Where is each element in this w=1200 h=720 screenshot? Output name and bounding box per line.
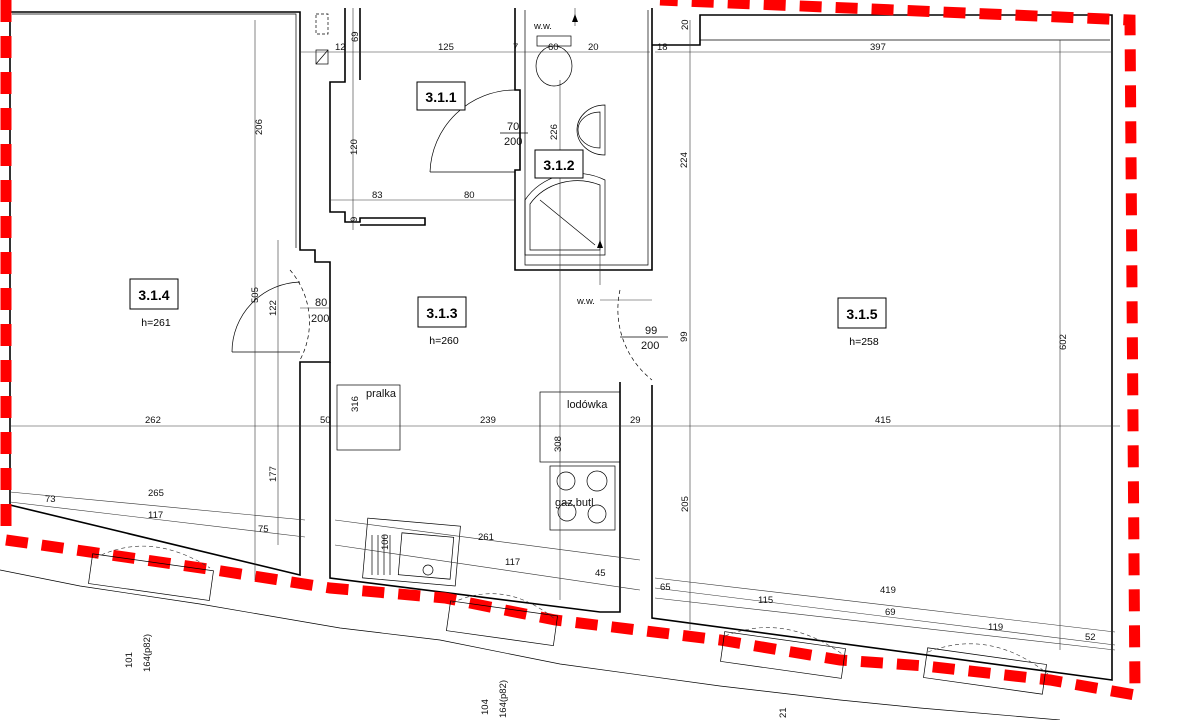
dim-v-505: 505 xyxy=(250,287,261,303)
dim-top-20b: 20 xyxy=(680,19,691,30)
door-room5-height: 200 xyxy=(641,340,659,352)
dim-top-7: 7 xyxy=(513,42,518,53)
dim-v-9: 9 xyxy=(349,217,360,222)
dim-w-101: 101 xyxy=(124,652,135,668)
dimension-lines xyxy=(9,8,1120,651)
dim-h-50: 50 xyxy=(320,415,331,426)
stove-label: gaz.butl xyxy=(555,497,594,509)
dim-h-80: 80 xyxy=(464,190,475,201)
dim-v-205: 205 xyxy=(680,496,691,512)
dim-v-226: 226 xyxy=(549,124,560,140)
washer-icon xyxy=(336,384,401,451)
room-id-3-1-1: 3.1.1 xyxy=(425,89,456,105)
bathroom-fixtures xyxy=(524,35,606,256)
dim-s-115: 115 xyxy=(758,595,773,606)
dim-top-12: 12 xyxy=(335,42,346,53)
sink-icon xyxy=(576,104,606,156)
door-room4-height: 200 xyxy=(311,313,329,325)
dim-v-99: 99 xyxy=(679,331,690,342)
kitchen-fixtures xyxy=(336,384,621,587)
door-bath-height: 200 xyxy=(504,136,522,148)
vent-mid-label: w.w. xyxy=(576,296,595,307)
dim-s-75: 75 xyxy=(258,524,269,535)
dim-v-308: 308 xyxy=(553,436,564,452)
dim-s-73: 73 xyxy=(45,494,56,505)
room-box-3-1-1 xyxy=(416,81,466,111)
dim-v-206: 206 xyxy=(254,119,265,135)
dim-s-65: 65 xyxy=(660,582,671,593)
room-box-3-1-5 xyxy=(837,297,887,329)
dim-v-224: 224 xyxy=(679,152,690,168)
dim-top-60: 60 xyxy=(548,42,559,53)
dim-top-20a: 20 xyxy=(588,42,599,53)
dim-h-239: 239 xyxy=(480,415,496,426)
walls xyxy=(0,0,1141,702)
dim-s-117a: 117 xyxy=(148,510,163,521)
room-height-3-1-5: h=258 xyxy=(849,336,879,348)
toilet-icon xyxy=(535,35,573,87)
room-id-3-1-5: 3.1.5 xyxy=(846,306,877,322)
door-room4-width: 80 xyxy=(315,297,327,309)
dim-s-100: 100 xyxy=(380,534,391,550)
shower-icon xyxy=(524,173,606,256)
dim-w-21: 21 xyxy=(778,707,789,718)
room-box-3-1-3 xyxy=(417,296,467,328)
dim-s-45: 45 xyxy=(595,568,606,579)
dim-s-52: 52 xyxy=(1085,632,1096,643)
fixture-labels: pralka lodówka gaz.butl w.w. w.w. xyxy=(366,21,608,509)
room-box-3-1-4 xyxy=(129,278,179,310)
dim-v-177: 177 xyxy=(268,466,279,482)
dimension-texts: 12 69 125 7 60 20 20 18 397 206 120 226 … xyxy=(45,19,1096,718)
dim-h-29: 29 xyxy=(630,415,641,426)
dim-s-69: 69 xyxy=(885,607,896,618)
dim-s-419: 419 xyxy=(880,585,896,596)
room-box-3-1-2 xyxy=(534,149,584,179)
dim-w-164b: 164(p82) xyxy=(498,680,509,718)
room-height-3-1-3: h=260 xyxy=(429,335,459,347)
dim-h-83: 83 xyxy=(372,190,383,201)
dim-w-164a: 164(p82) xyxy=(142,634,153,672)
door-room5-width: 99 xyxy=(645,325,657,337)
room-id-3-1-2: 3.1.2 xyxy=(543,157,574,173)
dim-h-262: 262 xyxy=(145,415,161,426)
dim-v-602: 602 xyxy=(1058,334,1069,350)
door-dimensions: 70 200 80 200 99 200 xyxy=(311,121,668,352)
dim-s-117b: 117 xyxy=(505,557,520,568)
dim-s-119: 119 xyxy=(988,622,1003,633)
dim-h-415: 415 xyxy=(875,415,891,426)
kitchen-sink-icon xyxy=(362,517,461,587)
dim-top-69: 69 xyxy=(350,31,361,42)
dim-top-125: 125 xyxy=(438,42,454,53)
vent-top-label: w.w. xyxy=(533,21,552,32)
room-labels: 3.1.1 3.1.2 3.1.3 h=260 3.1.4 h=261 3.1.… xyxy=(129,81,887,348)
stove-icon xyxy=(549,465,616,531)
door-swings xyxy=(231,89,653,381)
dim-v-120: 120 xyxy=(349,139,360,155)
room-id-3-1-4: 3.1.4 xyxy=(138,287,169,303)
fridge-label: lodówka xyxy=(567,399,608,411)
dim-w-104: 104 xyxy=(480,699,491,715)
door-bath-width: 70 xyxy=(507,121,519,133)
dim-top-18: 18 xyxy=(657,42,668,53)
dim-s-265: 265 xyxy=(148,488,164,499)
dim-v-122: 122 xyxy=(268,300,279,316)
washer-label: pralka xyxy=(366,388,397,400)
dim-s-261: 261 xyxy=(478,532,494,543)
dim-top-397: 397 xyxy=(870,42,886,53)
window-bays xyxy=(0,545,1061,720)
room-height-3-1-4: h=261 xyxy=(141,317,171,329)
dim-v-316: 316 xyxy=(350,396,361,412)
fridge-icon xyxy=(539,391,621,463)
room-id-3-1-3: 3.1.3 xyxy=(426,305,457,321)
